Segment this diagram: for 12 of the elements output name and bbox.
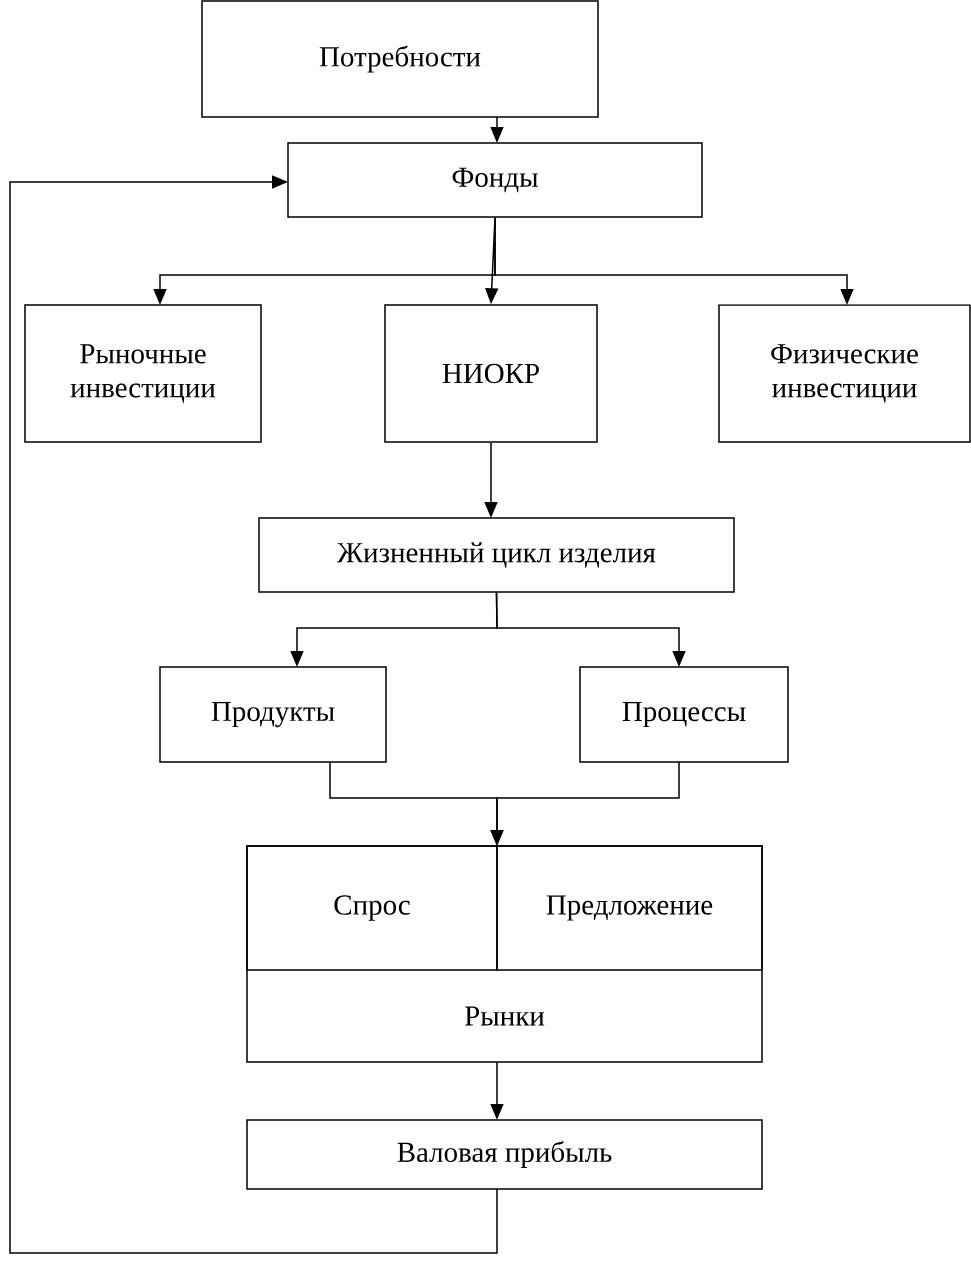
process-box: Фонды [287,142,703,218]
process-box: Продукты [159,666,387,763]
process-box: Процессы [579,666,789,763]
process-box: Рыночные инвестиции [24,304,262,443]
process-box: Жизненный цикл изделия [258,517,735,593]
process-box: НИОКР [384,304,598,443]
cell: Предложение [496,845,763,971]
arrow [9,175,498,1254]
process-box: Валовая прибыль [246,1119,763,1190]
process-box: Физические инвестиции [718,304,971,443]
process-box: Потребности [201,0,599,118]
cell: Спрос [246,845,498,971]
